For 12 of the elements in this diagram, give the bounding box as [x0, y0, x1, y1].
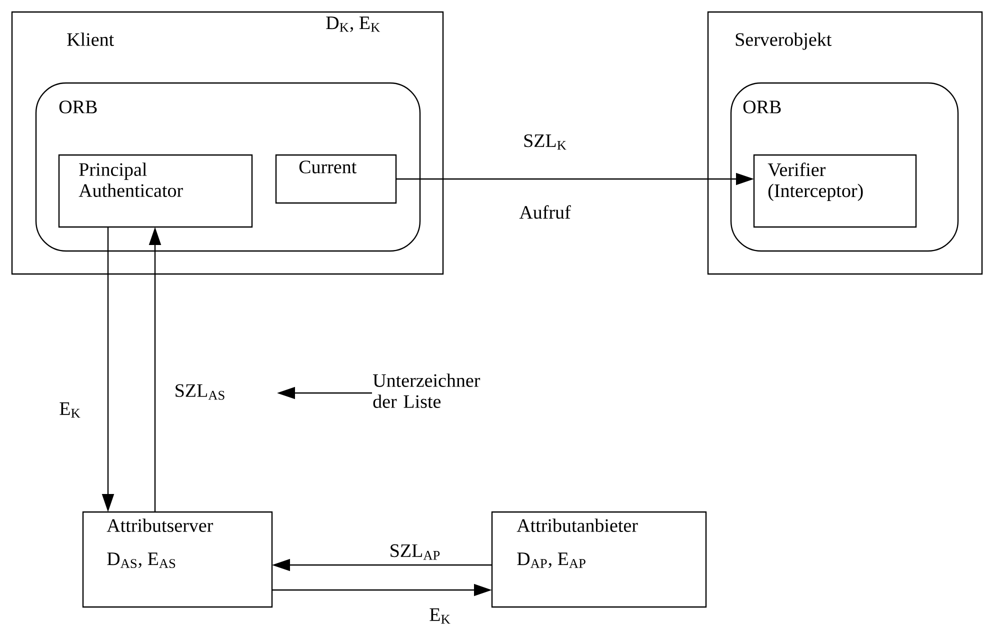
edge-label: E$_{K}$	[428, 607, 452, 625]
component-box: Verifier (Interceptor)	[753, 154, 917, 228]
edge-label: SZL$_{AS}$	[173, 383, 227, 401]
note-text: Aufruf	[518, 204, 572, 220]
component-box: Principal Authenticator	[58, 154, 253, 228]
note-text: Unterzeichner der Liste	[373, 374, 480, 408]
edge-label: SZL$_{K}$	[522, 133, 568, 151]
edge-label: SZL$_{AP}$	[388, 543, 442, 561]
edge-label: E$_{K}$	[58, 401, 82, 419]
component-box: Current	[275, 154, 397, 204]
component-box: Attributanbieter D$_{AP}$, E$_{AP}$	[491, 511, 707, 608]
component-box: Attributserver D$_{AS}$, E$_{AS}$	[82, 511, 273, 608]
